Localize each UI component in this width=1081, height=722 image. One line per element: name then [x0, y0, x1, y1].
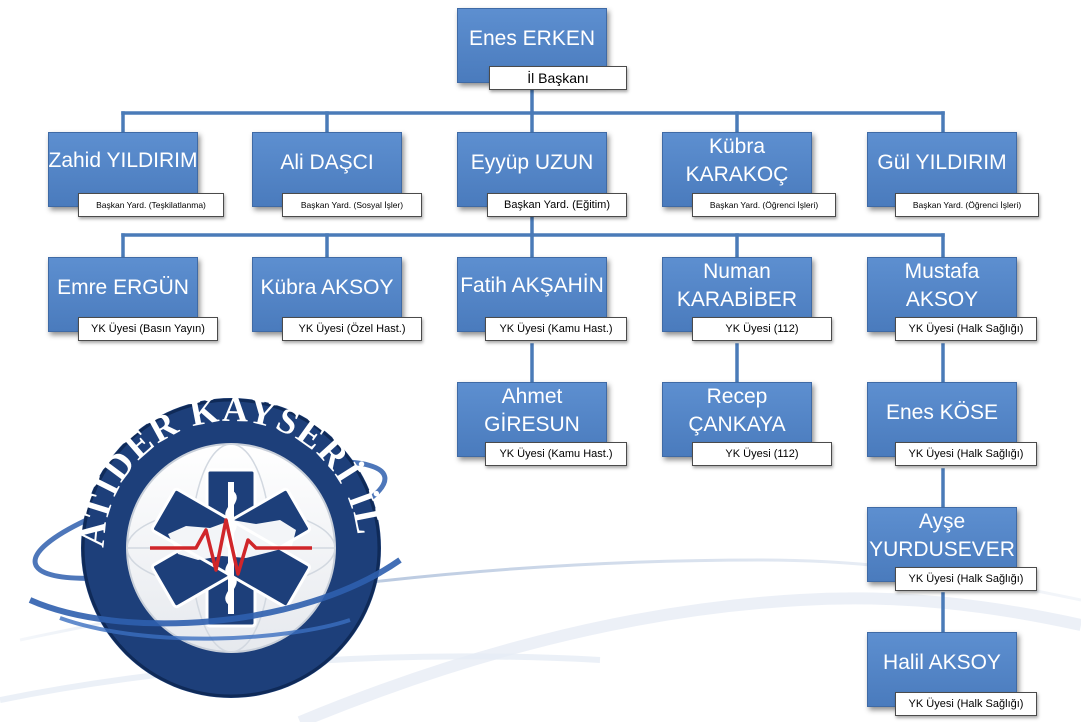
org-node-member: Enes KÖSE YK Üyesi (Halk Sağlığı): [867, 382, 1037, 466]
node-name: Halil AKSOY: [883, 651, 1001, 674]
org-node-member: Mustafa AKSOY YK Üyesi (Halk Sağlığı): [867, 257, 1037, 341]
node-name: Ali DAŞCI: [280, 151, 374, 174]
node-name: Recep ÇANKAYA: [688, 385, 786, 436]
node-name: Gül YILDIRIM: [877, 151, 1007, 174]
node-role: YK Üyesi (112): [692, 442, 832, 466]
org-node-member: Fatih AKŞAHİN YK Üyesi (Kamu Hast.): [457, 257, 627, 341]
node-name: Numan KARABİBER: [676, 260, 798, 311]
node-role: YK Üyesi (Halk Sağlığı): [895, 317, 1037, 341]
node-name: Eyyüp UZUN: [470, 151, 594, 174]
org-node-member: Ahmet GİRESUN YK Üyesi (Kamu Hast.): [457, 382, 627, 466]
node-name: Ahmet GİRESUN: [484, 385, 580, 436]
node-name: Enes KÖSE: [885, 401, 999, 424]
node-role: YK Üyesi (Halk Sağlığı): [895, 442, 1037, 466]
org-node-head: Enes ERKEN İl Başkanı: [457, 8, 627, 90]
node-role: Başkan Yard. (Öğrenci İşleri): [895, 193, 1039, 217]
node-role: YK Üyesi (Halk Sağlığı): [895, 567, 1037, 591]
org-node-deputy: Zahid YILDIRIM Başkan Yard. (Teşkilatlan…: [48, 132, 224, 217]
node-name: Fatih AKŞAHİN: [460, 274, 604, 297]
node-role: Başkan Yard. (Öğrenci İşleri): [692, 193, 836, 217]
node-role: İl Başkanı: [489, 66, 627, 90]
org-node-deputy: Gül YILDIRIM Başkan Yard. (Öğrenci İşler…: [867, 132, 1039, 217]
org-node-member: Recep ÇANKAYA YK Üyesi (112): [662, 382, 832, 466]
node-role: YK Üyesi (Kamu Hast.): [485, 317, 627, 341]
node-role: YK Üyesi (Kamu Hast.): [485, 442, 627, 466]
org-node-member: Numan KARABİBER YK Üyesi (112): [662, 257, 832, 341]
node-role: YK Üyesi (Özel Hast.): [282, 317, 422, 341]
node-name: Kübra KARAKOÇ: [685, 135, 789, 186]
org-node-deputy: Kübra KARAKOÇ Başkan Yard. (Öğrenci İşle…: [662, 132, 836, 217]
connector-lines: [121, 88, 945, 634]
node-role: YK Üyesi (112): [692, 317, 832, 341]
node-role: Başkan Yard. (Teşkilatlanma): [78, 193, 224, 217]
node-name: Zahid YILDIRIM: [48, 149, 198, 172]
org-node-deputy: Eyyüp UZUN Başkan Yard. (Eğitim): [457, 132, 627, 217]
org-node-deputy: Ali DAŞCI Başkan Yard. (Sosyal İşler): [252, 132, 422, 217]
node-role: YK Üyesi (Halk Sağlığı): [895, 692, 1037, 716]
org-node-member: Kübra AKSOY YK Üyesi (Özel Hast.): [252, 257, 422, 341]
node-name: Mustafa AKSOY: [904, 260, 980, 311]
atider-logo: ATİDER KAYSERİ İL BAŞKANLIĞI: [0, 0, 402, 698]
org-node-member: Halil AKSOY YK Üyesi (Halk Sağlığı): [867, 632, 1037, 716]
node-role: Başkan Yard. (Eğitim): [487, 193, 627, 217]
node-name: Enes ERKEN: [468, 27, 596, 50]
node-name: Kübra AKSOY: [260, 276, 394, 299]
node-name: Emre ERGÜN: [57, 276, 189, 299]
node-name: Ayşe YURDUSEVER: [869, 510, 1015, 561]
node-role: YK Üyesi (Basın Yayın): [78, 317, 218, 341]
node-role: Başkan Yard. (Sosyal İşler): [282, 193, 422, 217]
org-node-member: Emre ERGÜN YK Üyesi (Basın Yayın): [48, 257, 218, 341]
org-node-member: Ayşe YURDUSEVER YK Üyesi (Halk Sağlığı): [867, 507, 1037, 591]
